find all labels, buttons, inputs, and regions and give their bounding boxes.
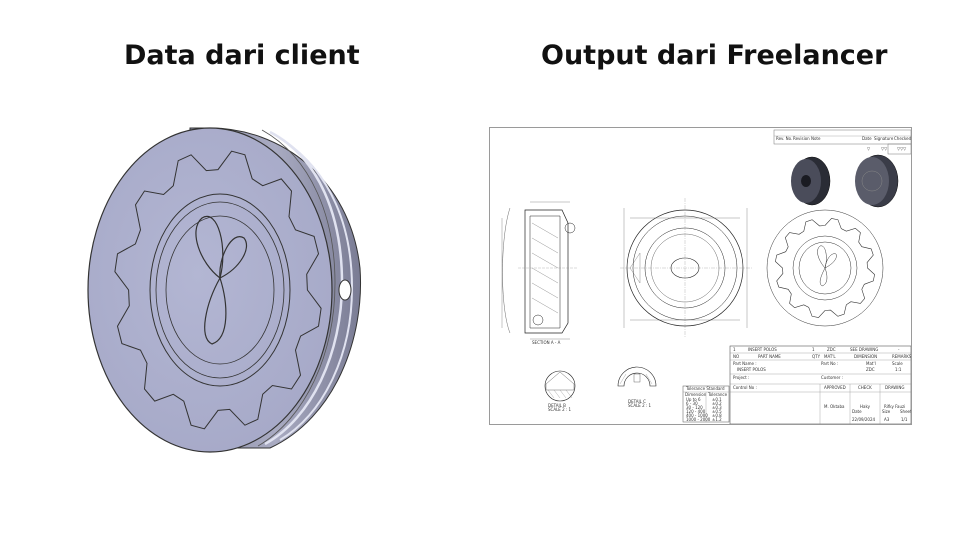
check-label: CHECK <box>858 385 872 390</box>
parts-header-no: NO <box>733 354 740 359</box>
tol-row-tol: ±1.2 <box>712 417 722 422</box>
tol-row-dim: 30 - 120 <box>686 405 703 410</box>
size-label: Size <box>882 409 891 414</box>
client-3d-render-image <box>80 118 380 458</box>
tol-row-tol: ±0.3 <box>712 405 722 410</box>
tol-row-dim: 6 - 30 <box>686 401 698 406</box>
left-heading: Data dari client <box>124 40 360 71</box>
matl-label: Mat'l <box>866 361 876 366</box>
scale-value: 1:1 <box>895 367 902 372</box>
part-name-label: Part Name : <box>733 361 757 366</box>
tol-row-tol: ±0.8 <box>712 413 722 418</box>
date-label: Date <box>852 409 862 414</box>
parts-row-qty: 1 <box>812 347 815 352</box>
part-name-value: INSERT POLOS <box>737 367 766 372</box>
scale-label: Scale <box>892 361 903 366</box>
tol-row-dim: Up to 6 <box>686 397 701 402</box>
drafter-name: Rifky Fauzi <box>884 404 906 409</box>
parts-row-no: 1 <box>733 347 736 352</box>
finish-mark-3: ▽▽▽ <box>897 146 907 151</box>
tol-row-dim: 400 - 1000 <box>686 413 708 418</box>
parts-header-remarks: REMARKS <box>892 354 912 359</box>
rev-date-label: Date <box>862 136 872 141</box>
control-no-label: Control No : <box>733 385 757 390</box>
detail-b-label: DETAIL B SCALE 2 : 1 <box>548 403 572 412</box>
tol-row-tol: ±0.1 <box>712 397 722 402</box>
part-no-label: Part No : <box>821 361 839 366</box>
engineering-drawing: Rev. No. Revision Note Date Signature Ch… <box>489 127 912 425</box>
tolerance-title: Tolerance Standard <box>686 386 725 391</box>
approved-label: APPROVED <box>824 385 846 390</box>
date-value: 22/09/2024 <box>852 417 876 422</box>
tol-row-dim: 1000 - 2000 <box>686 417 711 422</box>
customer-label: Customer : <box>821 375 844 380</box>
sheet-value: 1/1 <box>901 417 908 422</box>
parts-row-name: INSERT POLOS <box>748 347 777 352</box>
matl-value: ZDC <box>866 367 875 372</box>
finish-mark-1: ▽ <box>867 146 871 151</box>
project-label: Project : <box>733 375 750 380</box>
parts-header-name: PART NAME <box>758 354 781 359</box>
parts-header-qty: QTY <box>812 354 821 359</box>
approver-name: M. Oktaba <box>824 404 845 409</box>
tol-header-tolerance: Tolerance <box>708 392 728 397</box>
detail-c-label: DETAIL C SCALE 2 : 1 <box>628 399 652 408</box>
rev-no-label: Rev. No. <box>776 136 793 141</box>
right-heading: Output dari Freelancer <box>541 40 888 71</box>
parts-header-matl: MAT'L <box>824 354 836 359</box>
tol-row-tol: ±0.5 <box>712 409 722 414</box>
parts-header-dimension: DIMENSION <box>854 354 878 359</box>
tol-row-dim: 120 - 400 <box>686 409 706 414</box>
tol-header-dimension: Dimension <box>685 392 707 397</box>
rev-signature-label: Signature <box>874 136 894 141</box>
revision-note-label: Revision Note <box>793 136 821 141</box>
finish-mark-2: ▽▽ <box>881 146 888 151</box>
sheet-label: Sheet <box>900 409 912 414</box>
size-value: A3 <box>884 417 890 422</box>
section-label: SECTION A - A <box>532 340 561 345</box>
checker-name: Haky <box>860 404 870 409</box>
parts-row-matl: ZDC <box>827 347 836 352</box>
drawing-label: DRAWING <box>885 385 905 390</box>
parts-row-dimension: SEE DRAWING <box>850 347 879 352</box>
tol-row-tol: ±0.2 <box>712 401 722 406</box>
parts-row-remarks: - <box>898 347 900 352</box>
rev-checked-label: Checked <box>894 136 912 141</box>
